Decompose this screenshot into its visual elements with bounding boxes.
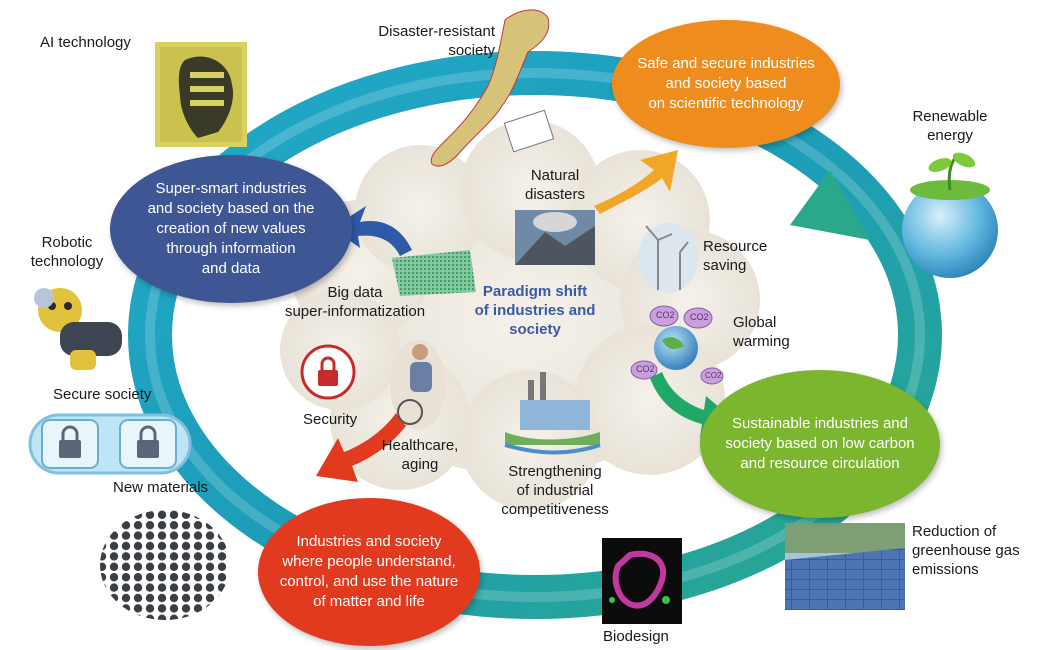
label-robotic-technology: Robotic technology (22, 233, 112, 271)
secure-society-image (28, 413, 192, 475)
big-data-image (392, 250, 476, 296)
label-disaster-resistant: Disaster-resistant society (355, 22, 495, 60)
oval-matter-life-line: where people understand, (282, 553, 456, 570)
label-line: super-informatization (284, 303, 426, 320)
label-line: of industrial (516, 482, 594, 499)
label-line: Natural (530, 167, 580, 184)
oval-matter-life: Industries and society where people unde… (258, 498, 480, 646)
biodesign-image (602, 538, 682, 624)
label-line: saving (703, 257, 747, 274)
oval-safe-line: and society based (665, 75, 787, 92)
new-materials-image (100, 510, 230, 620)
label-line: aging (401, 456, 439, 473)
label-ai-technology: AI technology (40, 33, 131, 52)
label-line: Healthcare, (381, 437, 459, 454)
oval-super-smart-line: and data (201, 260, 261, 277)
label-resource-saving: Resource saving (703, 237, 767, 275)
japan-map-image (430, 9, 555, 167)
oval-super-smart-line: Super-smart industries (155, 180, 307, 197)
oval-matter-life-line: of matter and life (313, 593, 425, 610)
label-line: Biodesign (603, 628, 669, 645)
label-line: Security (303, 411, 358, 428)
co2-label: CO2 (705, 371, 722, 380)
label-line: Robotic (41, 234, 93, 251)
arrow-to-super-smart (332, 206, 412, 256)
security-icon (300, 344, 356, 400)
oval-super-smart-line: through information (166, 240, 296, 257)
oval-sustainable: Sustainable industries and society based… (700, 370, 940, 518)
factory-image (504, 372, 601, 455)
label-new-materials: New materials (113, 478, 208, 497)
oval-super-smart: Super-smart industries and society based… (110, 155, 352, 303)
oval-safe-line: on scientific technology (648, 95, 804, 112)
label-line: Disaster-resistant (378, 23, 495, 40)
label-line: society (448, 42, 495, 59)
label-line: greenhouse gas (912, 542, 1020, 559)
co2-label: CO2 (656, 310, 675, 320)
label-reduction: Reduction of greenhouse gas emissions (912, 522, 1020, 579)
arrow-to-matter-life (316, 410, 410, 482)
label-line: Strengthening (508, 463, 602, 480)
robot-image (34, 288, 122, 370)
co2-label: CO2 (690, 312, 709, 322)
label-renewable-energy: Renewable energy (900, 107, 1000, 145)
label-secure-society: Secure society (53, 385, 151, 404)
label-natural-disasters: Natural disasters (505, 166, 605, 204)
ai-technology-image (155, 42, 247, 147)
center-title-line: society (509, 321, 561, 338)
center-title-line: Paradigm shift (482, 283, 588, 300)
label-strengthening: Strengthening of industrial competitiven… (490, 462, 620, 519)
label-line: New materials (113, 479, 209, 496)
renewable-energy-image (902, 152, 998, 278)
label-line: Global (733, 314, 777, 331)
label-line: Secure society (53, 386, 152, 403)
label-line: emissions (912, 561, 979, 578)
arrow-to-safe (594, 150, 678, 214)
label-line: Resource (703, 238, 768, 255)
label-security: Security (303, 410, 357, 429)
label-global-warming: Global warming (733, 313, 790, 351)
label-line: Big data (327, 284, 383, 301)
label-healthcare: Healthcare, aging (370, 436, 470, 474)
oval-matter-life-line: Industries and society (296, 533, 442, 550)
oval-safe-line: Safe and secure industries (637, 55, 815, 72)
label-line: competitiveness (501, 501, 609, 518)
label-line: Reduction of (912, 523, 997, 540)
oval-safe-secure: Safe and secure industries and society b… (612, 20, 840, 148)
center-title: Paradigm shift of industries and society (470, 282, 600, 339)
label-big-data: Big data super-informatization (270, 283, 440, 321)
label-line: energy (927, 127, 973, 144)
natural-disasters-image (515, 210, 595, 265)
label-line: technology (30, 253, 104, 270)
center-title-line: of industries and (474, 302, 596, 319)
label-line: warming (733, 333, 790, 350)
label-line: AI technology (40, 34, 131, 51)
global-warming-image (630, 305, 724, 385)
wind-turbines-image (638, 223, 698, 293)
oval-matter-life-line: control, and use the nature (279, 573, 459, 590)
oval-super-smart-line: creation of new values (156, 220, 306, 237)
co2-label: CO2 (636, 364, 655, 374)
label-line: disasters (524, 186, 586, 203)
oval-super-smart-line: and society based on the (147, 200, 315, 217)
oval-sustainable-line: society based on low carbon (725, 435, 915, 452)
label-biodesign: Biodesign (603, 627, 669, 646)
solar-panels-image (785, 523, 905, 610)
healthcare-image (390, 340, 446, 430)
oval-sustainable-line: Sustainable industries and (732, 415, 908, 432)
label-line: Renewable (912, 108, 988, 125)
oval-sustainable-line: and resource circulation (740, 455, 900, 472)
